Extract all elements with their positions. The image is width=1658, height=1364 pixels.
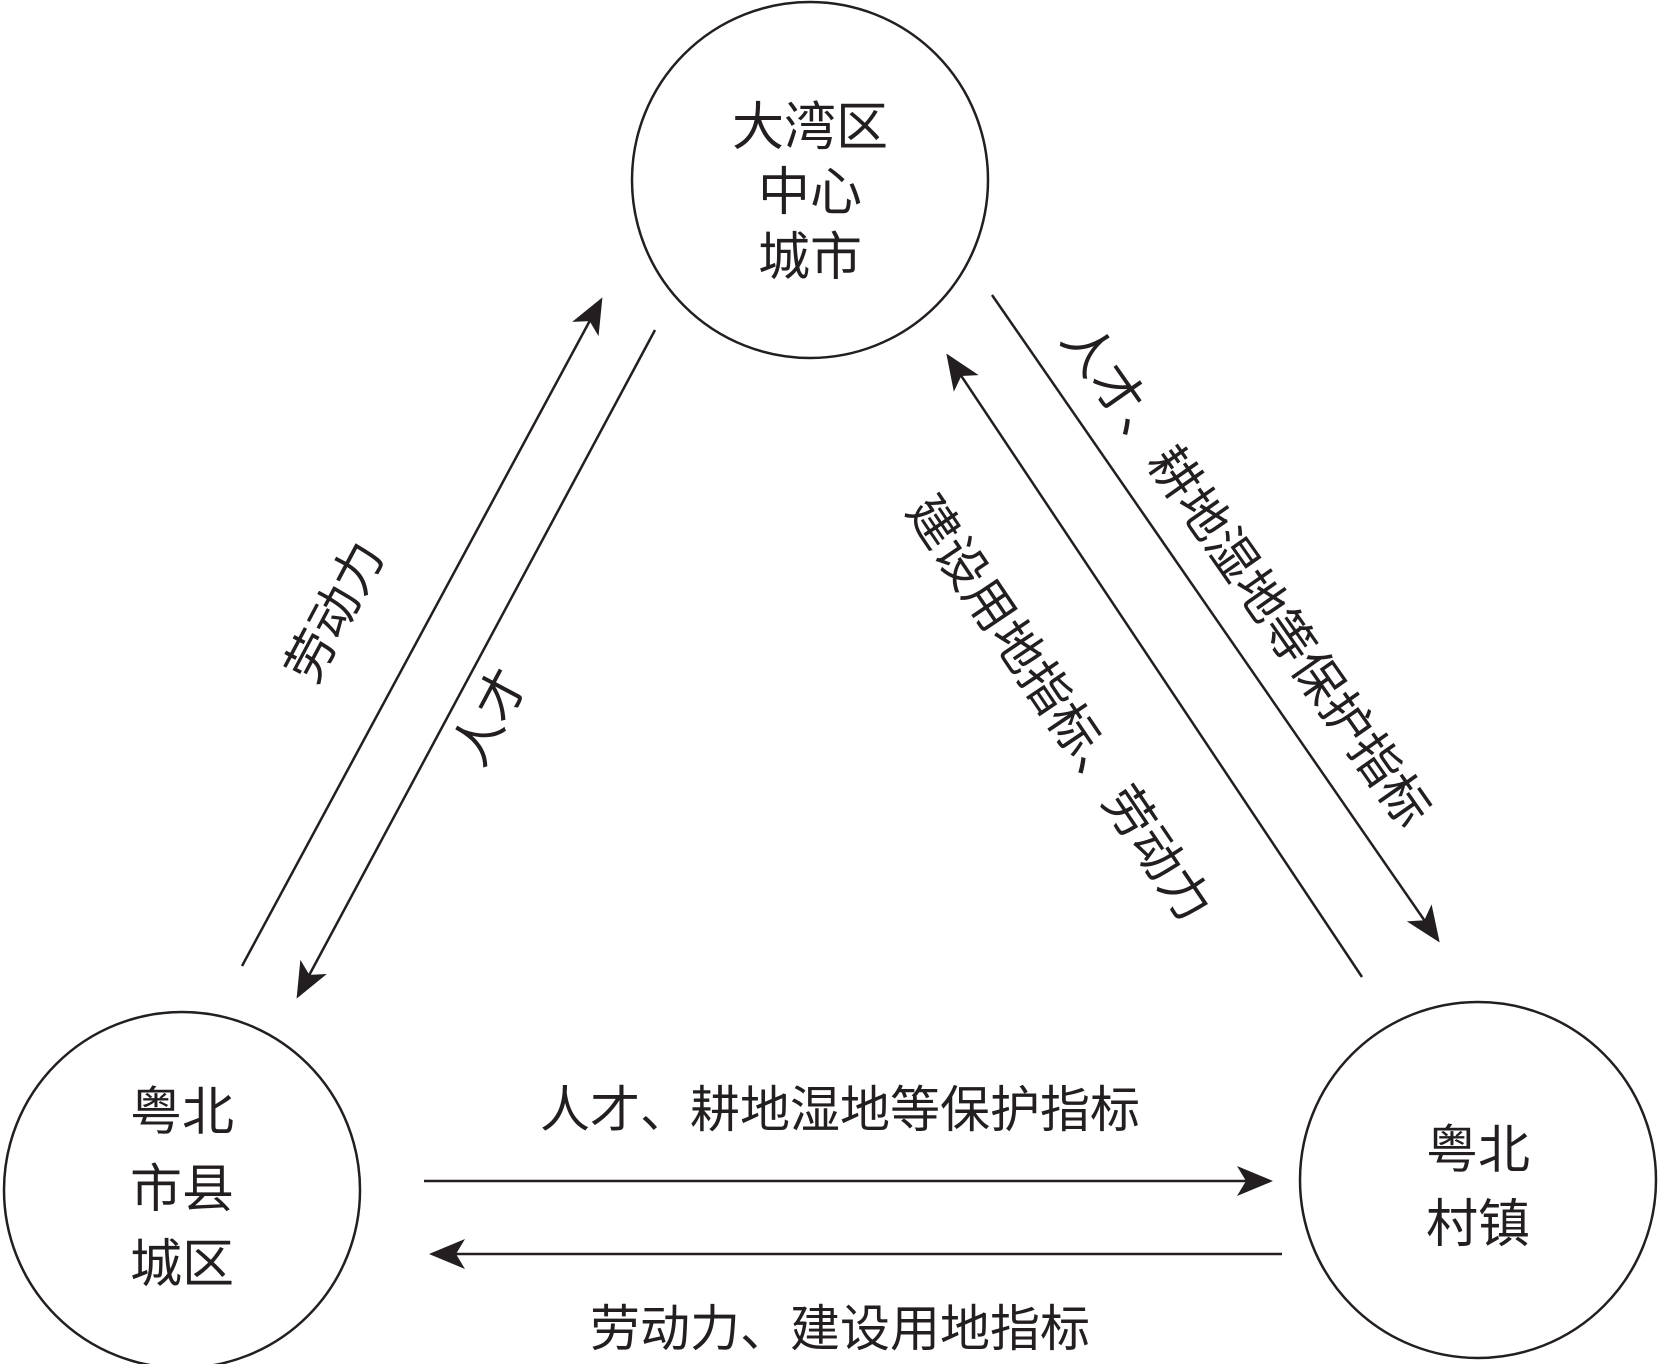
node-center-line-3: 城市 (758, 228, 862, 288)
node-center-line-1: 大湾区 (732, 98, 888, 158)
label-village-to-county: 劳动力、建设用地指标 (590, 1300, 1090, 1358)
node-county-line-3: 城区 (130, 1235, 234, 1295)
node-center-line-2: 中心 (758, 163, 862, 223)
node-bay-area-center-city: 大湾区 中心 城市 (630, 0, 990, 360)
node-north-county-urban: 粤北 市县 城区 (2, 1010, 362, 1364)
label-village-to-center: 建设用地指标、劳动力 (895, 485, 1223, 932)
label-center-to-county: 人才 (441, 659, 539, 775)
arrow-county-to-center (240, 297, 603, 967)
label-county-to-center: 劳动力 (274, 532, 396, 692)
node-north-village-town: 粤北 村镇 (1298, 1000, 1658, 1360)
node-village-line-1: 粤北 (1426, 1121, 1530, 1181)
arrow-center-to-county (296, 329, 657, 999)
label-county-to-village: 人才、耕地湿地等保护指标 (540, 1081, 1140, 1139)
node-county-line-1: 粤北 (130, 1083, 234, 1143)
arrow-center-to-village (990, 294, 1440, 943)
node-county-line-2: 市县 (130, 1160, 234, 1220)
node-village-line-2: 村镇 (1426, 1195, 1530, 1255)
arrow-village-to-center (946, 353, 1364, 978)
